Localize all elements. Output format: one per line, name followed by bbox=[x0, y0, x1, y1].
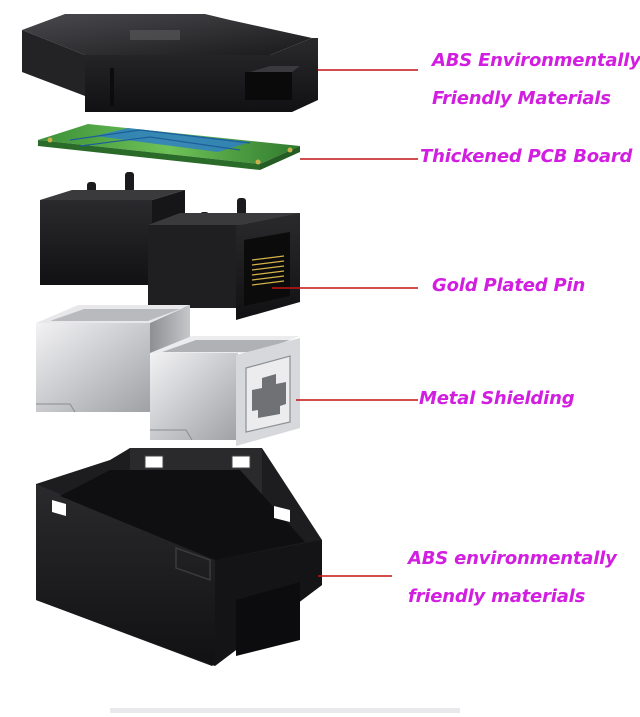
metal-shield-left-icon bbox=[36, 305, 190, 413]
label-top-shell-line-1: ABS Environmentally bbox=[432, 50, 640, 71]
label-top-shell-line-2: Friendly Materials bbox=[432, 88, 611, 109]
label-bottom-shell: ABS environmentally friendly materials bbox=[408, 540, 617, 616]
label-pcb: Thickened PCB Board bbox=[420, 138, 632, 176]
metal-shield-right-icon bbox=[150, 336, 300, 446]
label-pin-line-1: Gold Plated Pin bbox=[432, 275, 586, 296]
label-bottom-shell-line-1: ABS environmentally bbox=[408, 548, 617, 569]
label-top-shell: ABS Environmentally Friendly Materials bbox=[432, 42, 640, 118]
label-bottom-shell-line-2: friendly materials bbox=[408, 586, 586, 607]
reflection bbox=[110, 708, 460, 713]
label-shield: Metal Shielding bbox=[419, 380, 575, 418]
label-pin: Gold Plated Pin bbox=[432, 267, 585, 305]
label-shield-line-1: Metal Shielding bbox=[419, 388, 575, 409]
pcb-board-icon bbox=[38, 124, 300, 170]
abs-top-shell-icon bbox=[22, 14, 318, 112]
label-pcb-line-1: Thickened PCB Board bbox=[420, 146, 633, 167]
abs-bottom-shell-icon bbox=[36, 448, 322, 666]
